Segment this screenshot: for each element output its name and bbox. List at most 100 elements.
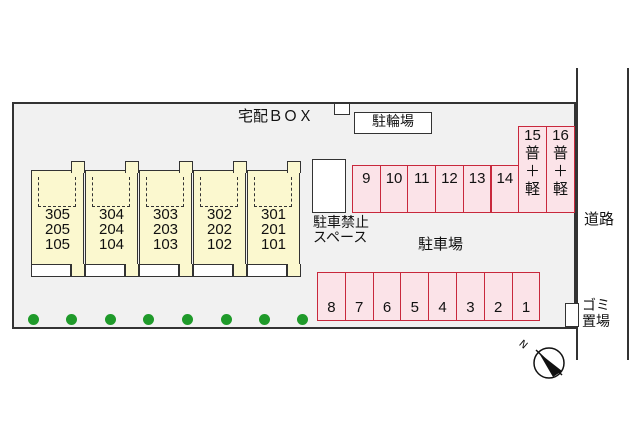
parking-type-char: ＋ [552, 163, 568, 180]
no-parking-label: 駐車禁止スペース [313, 216, 369, 246]
parking-space-number: 10 [385, 170, 403, 187]
unit-number: 302 [206, 206, 233, 223]
no-parking-line2: スペース [313, 230, 368, 246]
garbage-area [565, 303, 579, 327]
unit-layout-outline [146, 177, 184, 207]
north-arrow-icon: N [518, 338, 565, 379]
parking-space: 10 [379, 165, 409, 213]
unit-stair [178, 264, 193, 277]
delivery-box [334, 103, 350, 115]
unit-tab [178, 161, 193, 173]
parking-space: 7 [344, 272, 374, 321]
unit-tab [124, 161, 139, 173]
unit-balcony [246, 264, 287, 277]
garbage-line2: 置場 [582, 314, 610, 330]
unit-number: 104 [98, 236, 125, 253]
unit-number: 101 [260, 236, 287, 253]
unit-number: 201 [260, 221, 287, 238]
garbage-line1: ゴミ [582, 298, 610, 314]
parking-space-number: 13 [468, 170, 486, 187]
parking-space: 13 [462, 165, 492, 213]
unit-stair [124, 264, 139, 277]
road-label: 道路 [584, 210, 615, 228]
tree-icon [143, 314, 154, 325]
unit-tab [70, 161, 85, 173]
parking-space: 14 [490, 165, 520, 213]
unit-balcony [192, 264, 233, 277]
parking-space: 1 [511, 272, 541, 321]
unit-balcony [138, 264, 179, 277]
parking-space-number: 2 [494, 299, 503, 316]
parking-space-number: 16 [552, 127, 569, 144]
parking-space: 9 [352, 165, 381, 213]
unit-number: 304 [98, 206, 125, 223]
parking-space: 2 [483, 272, 513, 321]
unit-number: 103 [152, 236, 179, 253]
road-edge-right [627, 68, 629, 360]
unit-number: 205 [44, 221, 71, 238]
parking-space: 8 [317, 272, 346, 321]
tree-icon [221, 314, 232, 325]
parking-space-number: 9 [362, 170, 371, 187]
svg-text:N: N [518, 338, 529, 351]
unit-layout-outline [92, 177, 130, 207]
bicycle-parking: 駐輪場 [354, 112, 432, 134]
tree-icon [297, 314, 308, 325]
tree-icon [66, 314, 77, 325]
unit-balcony [30, 264, 71, 277]
delivery-box-label: 宅配ＢＯＸ [238, 107, 314, 125]
parking-space-number: 4 [438, 299, 447, 316]
unit-tab [286, 161, 301, 173]
unit-layout-outline [200, 177, 238, 207]
unit-stair [70, 264, 85, 277]
parking-space-number: 1 [521, 299, 531, 316]
no-parking-line1: 駐車禁止 [313, 215, 369, 231]
parking-space-number: 7 [355, 299, 364, 316]
unit-number: 303 [152, 206, 179, 223]
parking-space-number: 11 [413, 170, 430, 187]
parking-type-char: ＋ [524, 163, 540, 180]
parking-type-char: 普 [524, 145, 540, 162]
unit-stair [286, 264, 301, 277]
unit-balcony [84, 264, 125, 277]
unit-layout-outline [254, 177, 292, 207]
tree-icon [105, 314, 116, 325]
parking-space: 12 [435, 165, 464, 213]
unit-number: 102 [206, 236, 233, 253]
parking-space-number: 15 [524, 127, 541, 144]
parking-space-number: 12 [441, 170, 458, 187]
unit-stair [232, 264, 247, 277]
parking-label: 駐車場 [418, 235, 464, 253]
parking-space-number: 14 [496, 170, 514, 187]
parking-type-char: 軽 [524, 181, 540, 198]
parking-space-number: 5 [410, 299, 419, 316]
unit-number: 203 [152, 221, 179, 238]
unit-number: 204 [98, 221, 125, 238]
unit-number: 105 [44, 236, 71, 253]
parking-space: 6 [372, 272, 402, 321]
bicycle-parking-label: 駐輪場 [372, 114, 414, 130]
unit-number: 301 [260, 206, 287, 223]
parking-space: 11 [407, 165, 437, 213]
road-edge-left [576, 68, 578, 360]
parking-space-number: 3 [466, 299, 475, 316]
unit-number: 202 [206, 221, 233, 238]
unit-layout-outline [38, 177, 76, 207]
parking-space: 3 [456, 272, 485, 321]
parking-space: 5 [400, 272, 430, 321]
tree-icon [182, 314, 193, 325]
unit-tab [232, 161, 247, 173]
garbage-label: ゴミ置場 [582, 298, 610, 330]
unit-number: 305 [44, 206, 71, 223]
